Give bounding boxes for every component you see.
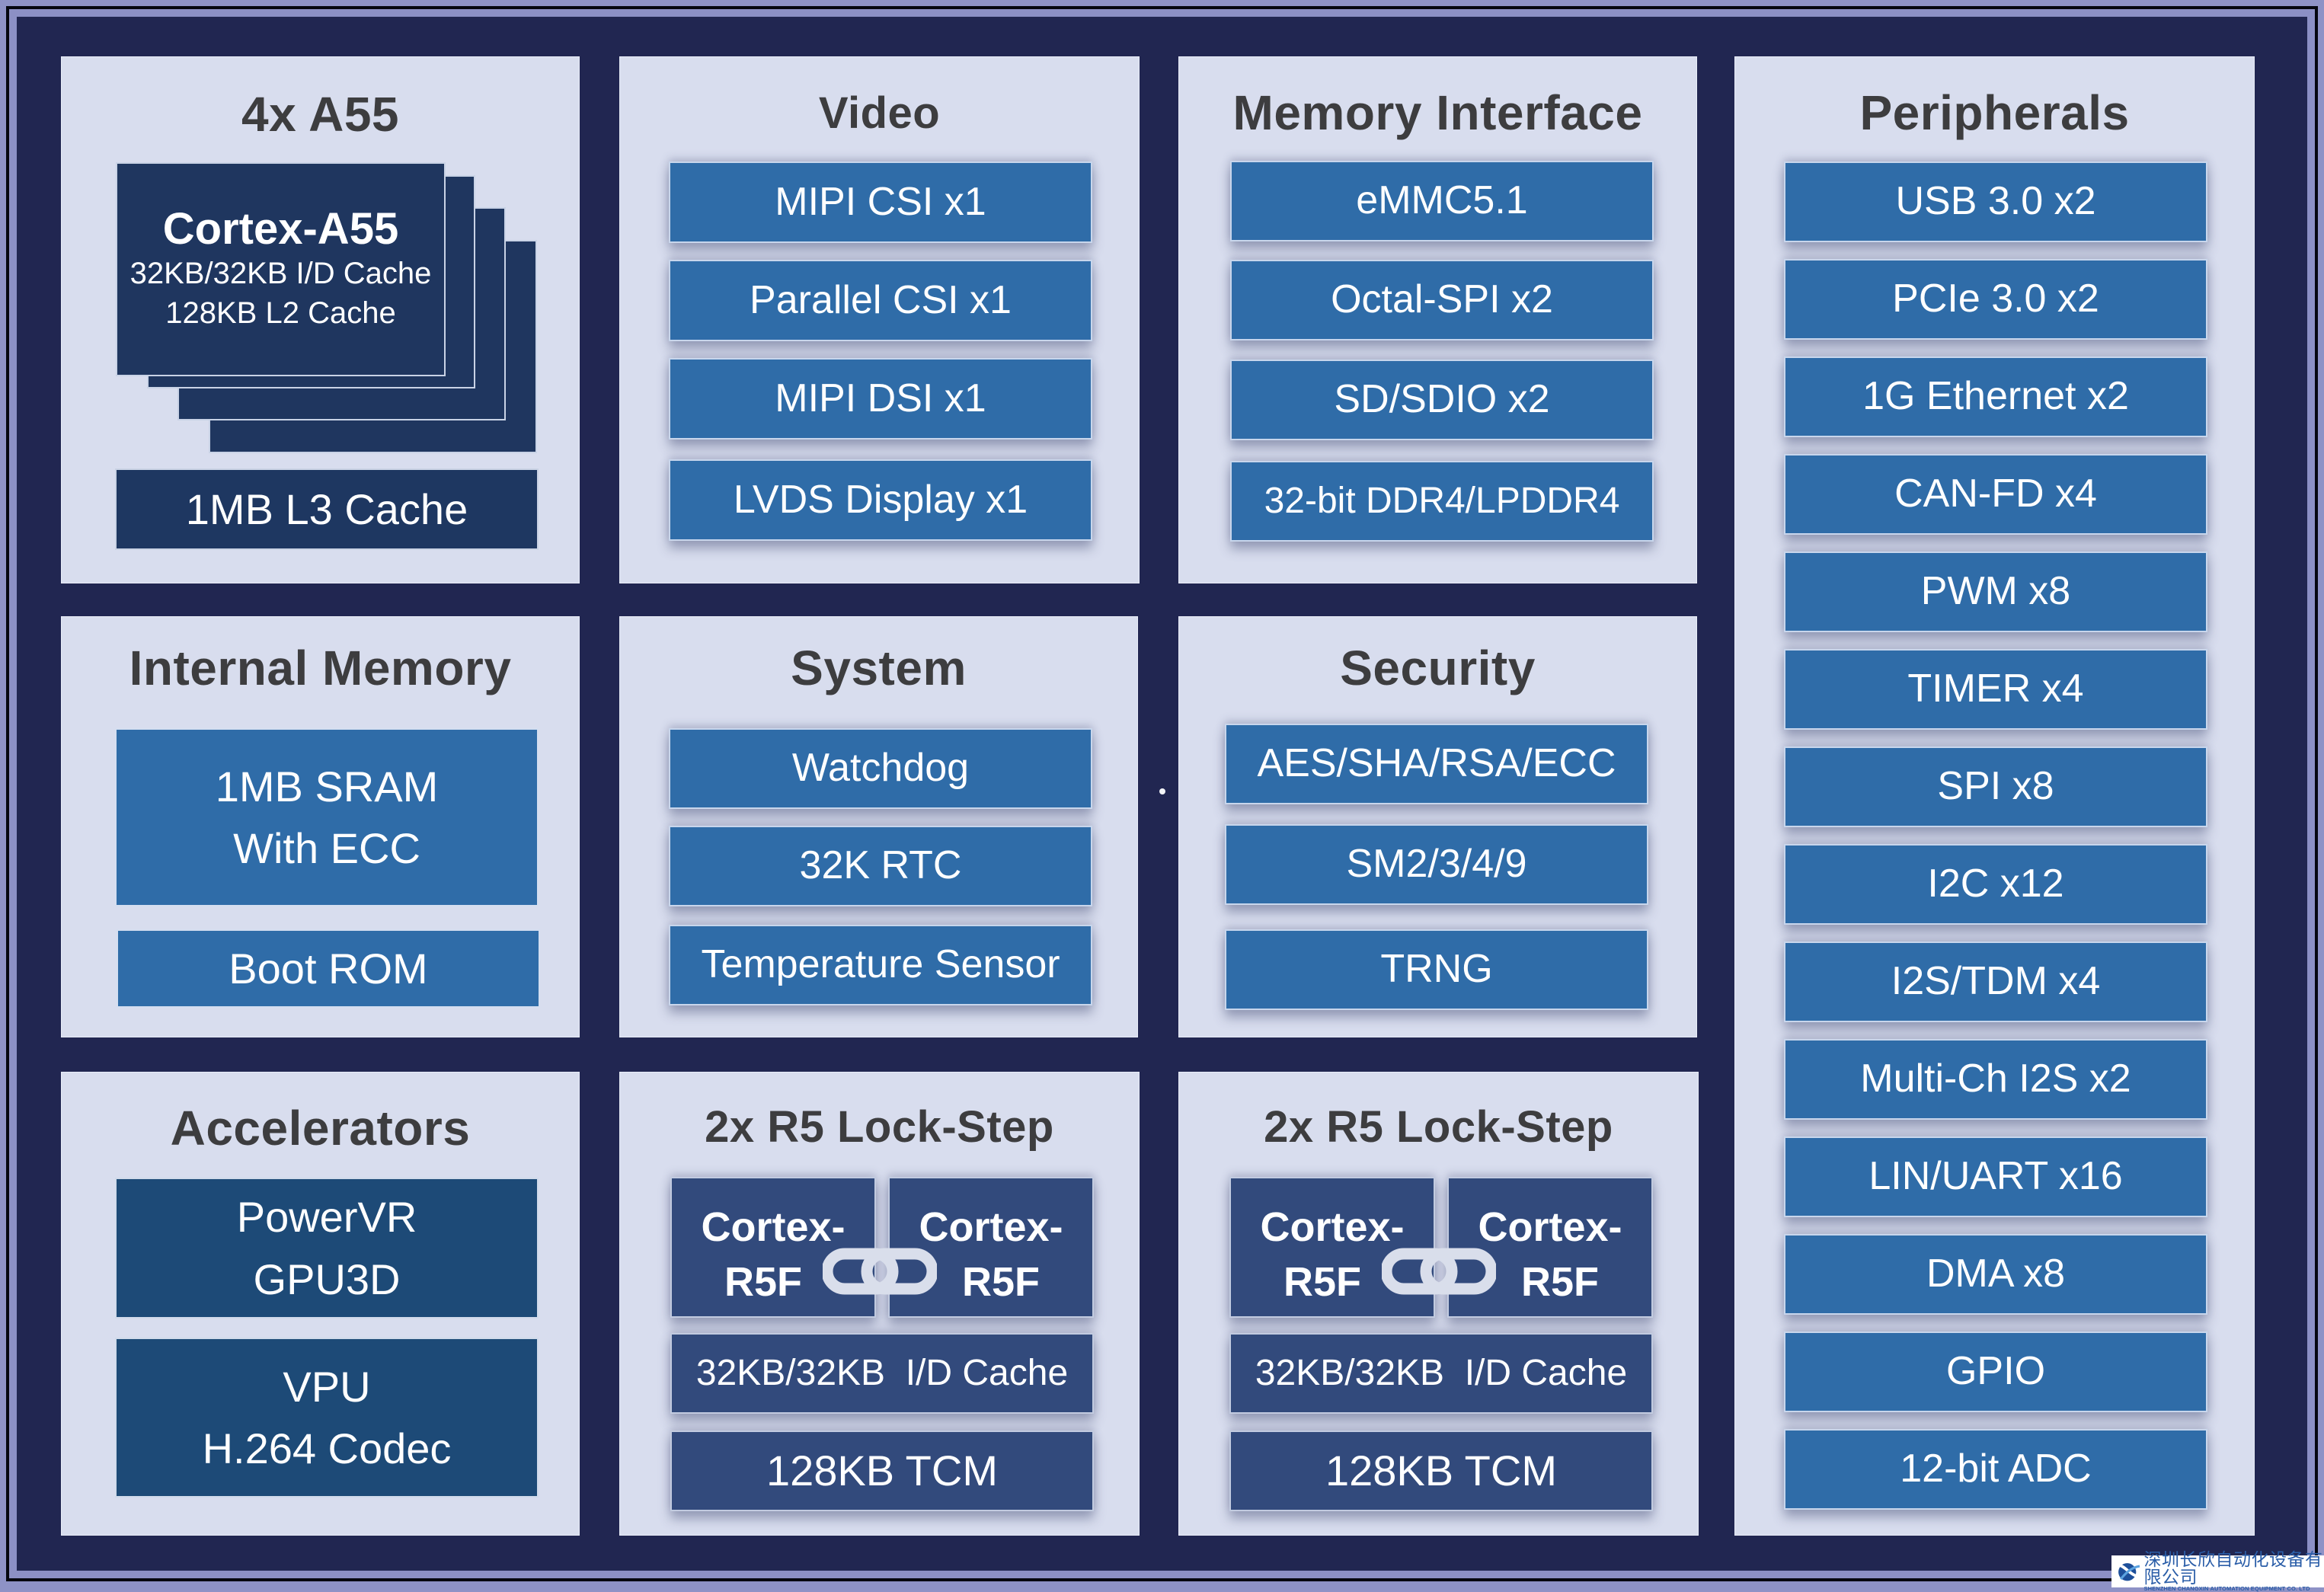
block-system-0: Watchdog: [669, 728, 1092, 809]
lockstep-link-icon: [1382, 1248, 1496, 1295]
block-peripheral-13: 12-bit ADC: [1784, 1429, 2207, 1510]
panel-accelerators: Accelerators PowerVR GPU3D VPU H.264 Cod…: [61, 1072, 580, 1536]
r5-core-line1: Cortex-: [919, 1204, 1063, 1251]
block-peripheral-3: CAN-FD x4: [1784, 454, 2207, 535]
block-vpu: VPU H.264 Codec: [115, 1338, 539, 1498]
panel-title-system: System: [791, 641, 967, 695]
lockstep-link-icon: [823, 1248, 937, 1295]
panel-internal-memory: Internal Memory 1MB SRAM With ECC Boot R…: [61, 616, 580, 1037]
block-peripheral-8: I2S/TDM x4: [1784, 941, 2207, 1022]
panel-r5-group-1: 2x R5 Lock-Step Cortex- R5F Cortex- R5F …: [619, 1072, 1140, 1536]
block-security-0: AES/SHA/RSA/ECC: [1225, 724, 1648, 804]
block-peripheral-0: USB 3.0 x2: [1784, 161, 2207, 242]
block-peripheral-11: DMA x8: [1784, 1234, 2207, 1315]
panel-title-security: Security: [1340, 641, 1536, 695]
vpu-line2: H.264 Codec: [202, 1424, 452, 1472]
gpu-line1: PowerVR: [236, 1193, 417, 1242]
block-memif-2: SD/SDIO x2: [1230, 360, 1654, 440]
r5-core-line2: R5F: [961, 1258, 1040, 1305]
block-system-1: 32K RTC: [669, 826, 1092, 906]
r5-core-right: Cortex- R5F: [1447, 1177, 1653, 1318]
sram-line2: With ECC: [233, 824, 420, 872]
r5-core-line2: R5F: [724, 1258, 802, 1305]
block-video-2: MIPI DSI x1: [669, 358, 1092, 440]
block-boot-rom: Boot ROM: [117, 929, 540, 1008]
core-cache-line1: 32KB/32KB I/D Cache: [129, 256, 432, 290]
panel-video: Video MIPI CSI x1 Parallel CSI x1 MIPI D…: [619, 56, 1140, 583]
block-peripheral-6: SPI x8: [1784, 746, 2207, 827]
panel-peripherals: Peripherals USB 3.0 x2 PCIe 3.0 x2 1G Ethe…: [1734, 56, 2255, 1536]
core-cortex-a55: Cortex-A55 32KB/32KB I/D Cache 128KB L2 …: [116, 162, 446, 376]
core-cache-line2: 128KB L2 Cache: [165, 296, 396, 330]
r5-core-line1: Cortex-: [701, 1204, 846, 1251]
block-sram: 1MB SRAM With ECC: [115, 728, 539, 906]
block-security-2: TRNG: [1225, 929, 1648, 1010]
watermark-company-cn: 深圳长欣自动化设备有限公司: [2143, 1549, 2323, 1587]
panel-title-video: Video: [818, 88, 941, 138]
block-video-0: MIPI CSI x1: [669, 161, 1092, 243]
panel-title-r5-1: 2x R5 Lock-Step: [705, 1102, 1054, 1152]
block-gpu: PowerVR GPU3D: [115, 1178, 539, 1319]
r5-core-right: Cortex- R5F: [888, 1177, 1094, 1318]
block-peripheral-10: LIN/UART x16: [1784, 1136, 2207, 1217]
block-video-1: Parallel CSI x1: [669, 260, 1092, 341]
panel-security: Security AES/SHA/RSA/ECC SM2/3/4/9 TRNG: [1178, 616, 1697, 1037]
block-system-2: Temperature Sensor: [669, 925, 1092, 1005]
stray-dot: [1159, 788, 1165, 794]
r5-core-line1: Cortex-: [1478, 1204, 1622, 1251]
r5-core-line2: R5F: [1283, 1258, 1361, 1305]
block-peripheral-2: 1G Ethernet x2: [1784, 356, 2207, 437]
panel-title-accelerators: Accelerators: [170, 1101, 471, 1156]
core-name: Cortex-A55: [162, 204, 399, 254]
r5-core-line2: R5F: [1520, 1258, 1599, 1305]
sram-line1: 1MB SRAM: [215, 762, 439, 810]
block-r5-cache-2: 32KB/32KB I/D Cache: [1229, 1333, 1653, 1414]
vpu-line1: VPU: [283, 1362, 371, 1411]
company-watermark: 深圳长欣自动化设备有限公司 SHENZHEN CHANGXIN AUTOMATI…: [2111, 1550, 2324, 1592]
block-memif-1: Octal-SPI x2: [1230, 260, 1654, 340]
watermark-company-en: SHENZHEN CHANGXIN AUTOMATION EQUIPMENT C…: [2143, 1584, 2310, 1592]
gpu-line2: GPU3D: [253, 1255, 401, 1303]
block-peripheral-1: PCIe 3.0 x2: [1784, 259, 2207, 340]
block-security-1: SM2/3/4/9: [1225, 824, 1648, 905]
block-video-3: LVDS Display x1: [669, 459, 1092, 541]
company-logo-icon: [2118, 1563, 2140, 1581]
panel-title-memory-interface: Memory Interface: [1232, 85, 1643, 140]
r5-core-left: Cortex- R5F: [670, 1177, 876, 1318]
block-peripheral-12: GPIO: [1784, 1331, 2207, 1412]
block-r5-tcm-2: 128KB TCM: [1229, 1431, 1653, 1511]
block-r5-tcm-1: 128KB TCM: [670, 1431, 1094, 1511]
panel-r5-group-2: 2x R5 Lock-Step Cortex- R5F Cortex- R5F …: [1178, 1072, 1699, 1536]
block-r5-cache-1: 32KB/32KB I/D Cache: [670, 1333, 1094, 1414]
panel-title-a55: 4x A55: [241, 87, 399, 142]
block-peripheral-9: Multi-Ch I2S x2: [1784, 1039, 2207, 1120]
panel-title-internal-memory: Internal Memory: [129, 641, 512, 695]
block-memif-3: 32-bit DDR4/LPDDR4: [1230, 461, 1654, 542]
block-peripheral-7: I2C x12: [1784, 844, 2207, 925]
block-peripheral-5: TIMER x4: [1784, 649, 2207, 730]
panel-memory-interface: Memory Interface eMMC5.1 Octal-SPI x2 SD…: [1178, 56, 1697, 583]
panel-system: System Watchdog 32K RTC Temperature Sens…: [619, 616, 1138, 1037]
block-l3-cache: 1MB L3 Cache: [115, 468, 539, 550]
panel-title-r5-2: 2x R5 Lock-Step: [1264, 1102, 1613, 1152]
block-memif-0: eMMC5.1: [1230, 161, 1654, 241]
panel-title-peripherals: Peripherals: [1859, 85, 2130, 140]
r5-core-line1: Cortex-: [1260, 1204, 1405, 1251]
block-peripheral-4: PWM x8: [1784, 551, 2207, 632]
panel-a55: 4x A55 Cortex-A55 32KB/32KB I/D Cache 12…: [61, 56, 580, 583]
